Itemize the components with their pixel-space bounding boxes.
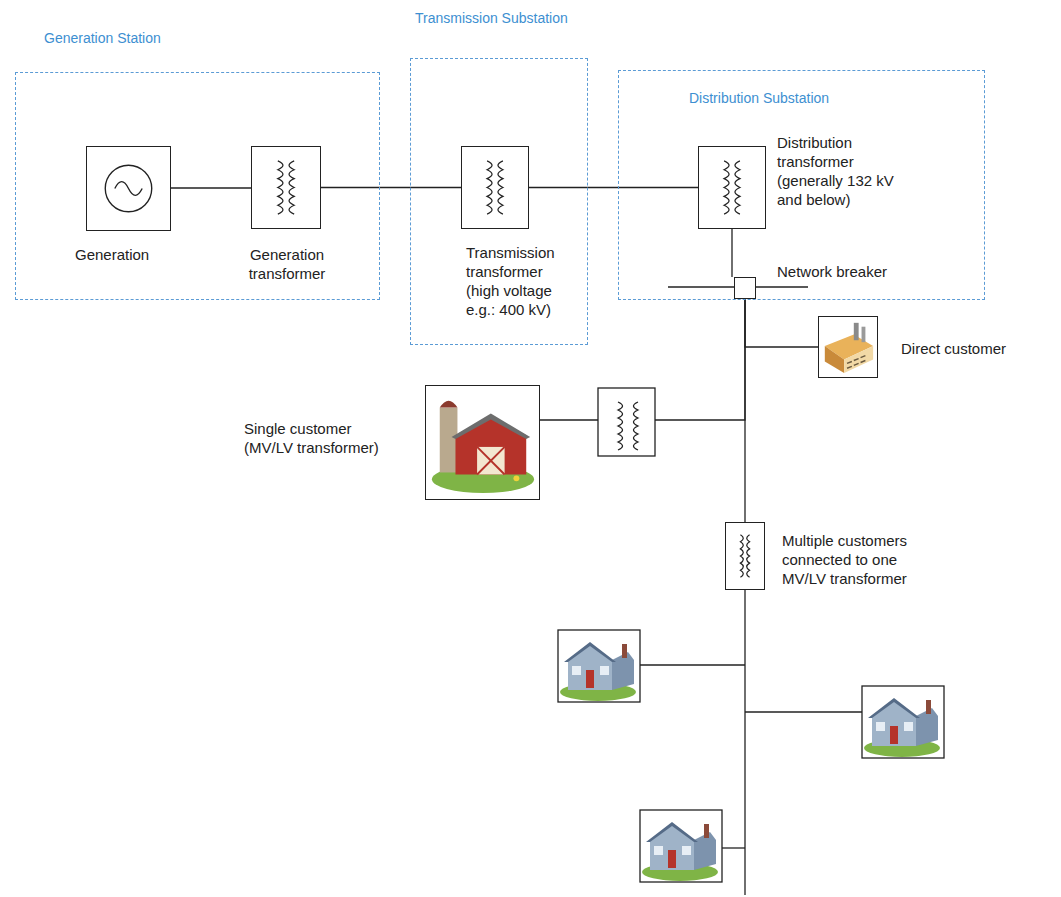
substation-region: Distribution SubstationDistribution tran…	[618, 70, 985, 300]
gen-symbol	[87, 147, 170, 230]
transformer-box: Multiple customers connected to one MV/L…	[725, 522, 765, 590]
breaker-box: Network breaker	[734, 277, 756, 299]
transformer-box: Generation transformer	[251, 146, 321, 229]
power-line	[744, 299, 745, 522]
tx-symbol	[252, 147, 320, 228]
component-label: Network breaker	[777, 262, 917, 281]
house-feeder	[640, 590, 862, 895]
component-label: Transmission transformer (high voltage e…	[466, 243, 578, 319]
component-label: Single customer (MV/LV transformer)	[244, 419, 394, 457]
transformer-box: Distribution transformer (generally 132 …	[698, 146, 766, 229]
mv-lv-transformer-symbol	[598, 388, 655, 456]
customer-box: Single customer (MV/LV transformer)	[425, 385, 540, 500]
house-icons	[558, 630, 944, 882]
component-label: Distribution transformer (generally 132 …	[777, 133, 915, 209]
component-label: Generation transformer	[224, 245, 350, 283]
factory-symbol	[819, 317, 877, 377]
transformer-box: Transmission transformer (high voltage e…	[461, 146, 529, 229]
station-region: Generation StationGenerationGeneration t…	[15, 72, 380, 300]
barn-symbol	[426, 386, 539, 499]
customer-box: Direct customer	[818, 316, 878, 378]
component-label: Multiple customers connected to one MV/L…	[782, 531, 942, 588]
substation-region: Transmission SubstationTransmission tran…	[410, 58, 588, 345]
power-line	[321, 187, 461, 188]
power-line	[529, 187, 698, 188]
component-label: Direct customer	[901, 339, 1061, 358]
region-heading: Distribution Substation	[689, 89, 829, 108]
component-label: Generation	[75, 245, 195, 264]
tx-symbol	[699, 147, 765, 228]
power-line	[171, 187, 251, 188]
tx-symbol	[462, 147, 528, 228]
tx-symbol	[726, 523, 764, 589]
power-line	[731, 229, 732, 277]
power-line	[745, 299, 818, 347]
generator-box: Generation	[86, 146, 171, 231]
region-heading: Transmission Substation	[415, 9, 568, 28]
region-heading: Generation Station	[44, 29, 161, 48]
